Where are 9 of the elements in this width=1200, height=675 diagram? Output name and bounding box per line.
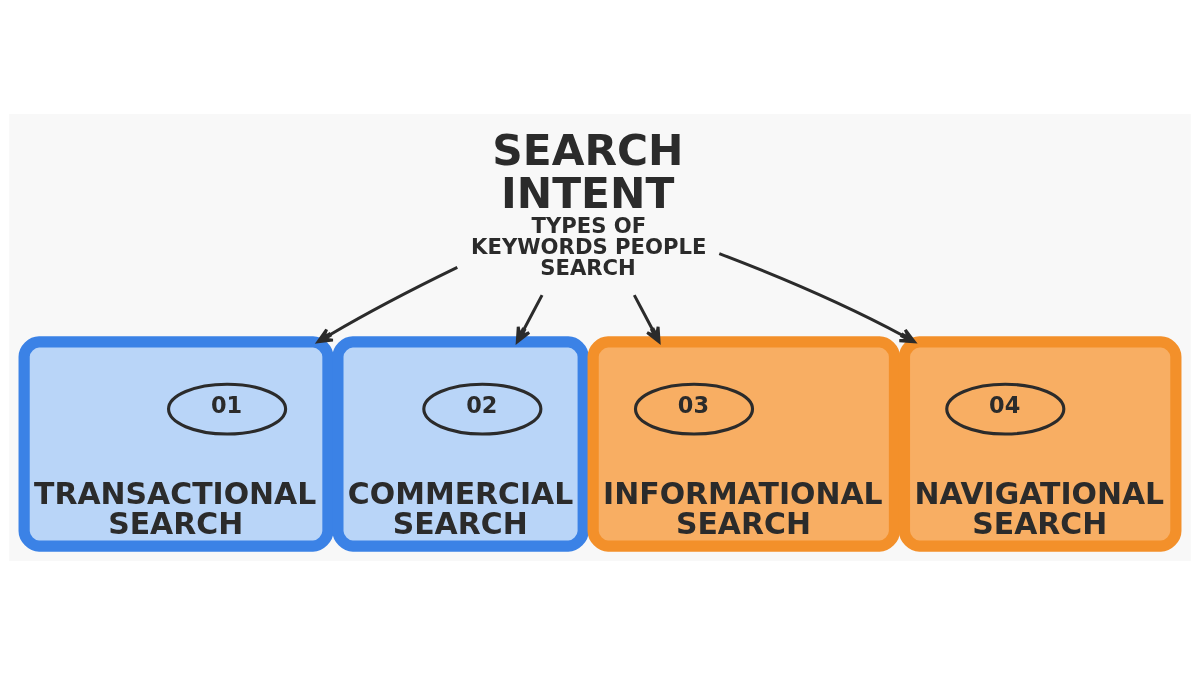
arrow [316,266,458,344]
arrow [632,294,661,344]
node-ellipse: 02 [422,382,543,436]
arrow [718,252,916,344]
node-ellipse: 01 [167,382,288,436]
arrow [515,294,544,344]
node-ellipse: 04 [945,382,1066,436]
node-ellipse: 03 [633,382,755,436]
node-text: SEARCH INTENT TYPES OF KEYWORDS PEOPLE SEARCH [471,126,707,281]
